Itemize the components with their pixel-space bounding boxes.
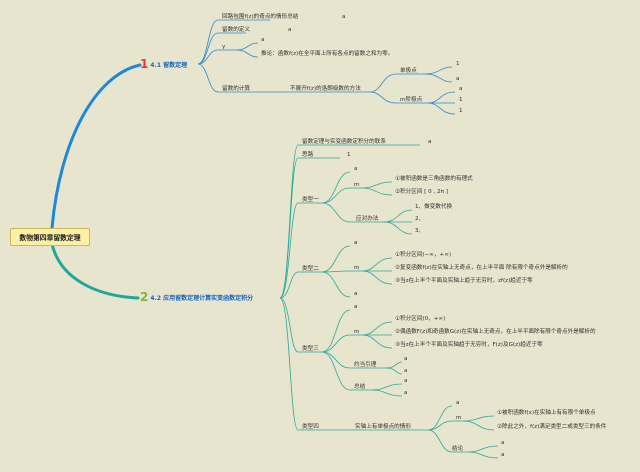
node-type-3[interactable]: 类型三 <box>302 346 319 352</box>
node-simple-pole[interactable]: 单极点 <box>400 68 417 74</box>
type2-cond-3[interactable]: ③当z在上半个平面及实轴上趋于无穷时，zf(z)趋近于零 <box>395 278 533 284</box>
leaf-a[interactable]: a <box>354 304 358 310</box>
type1-step-2[interactable]: 2、 <box>415 216 425 222</box>
type4-cond-2[interactable]: ②除此之外，f(z)满足类型二或类型三的条件 <box>497 424 607 430</box>
branch-4-1[interactable]: 1 4.1 留数定理 <box>140 57 187 71</box>
leaf-a[interactable]: a <box>456 400 460 406</box>
leaf-a[interactable]: a <box>501 440 505 446</box>
node-summary[interactable]: 总结 <box>354 384 366 390</box>
branch-title-4-2: 4.2 应用留数定理计算实变函数定积分 <box>150 294 254 302</box>
leaf-a[interactable]: a <box>342 14 346 20</box>
leaf-m[interactable]: m <box>354 182 360 188</box>
leaf-m[interactable]: m <box>456 415 462 421</box>
leaf-a[interactable]: a <box>404 378 408 384</box>
node-residue-calculation[interactable]: 留数的计算 <box>222 86 250 92</box>
leaf-m[interactable]: m <box>354 265 360 271</box>
node-type-1[interactable]: 类型一 <box>302 197 319 203</box>
leaf-m[interactable]: m <box>354 329 360 335</box>
node-real-axis-simple-pole[interactable]: 实轴上有单极点的情形 <box>355 424 411 430</box>
type1-step-1[interactable]: 1、做变数代换 <box>415 204 453 210</box>
leaf-1[interactable]: 1 <box>456 61 460 67</box>
node-closed-path-summary[interactable]: 回路包围f(z)的奇点的情形总结 <box>222 14 299 20</box>
leaf-1[interactable]: 1 <box>459 97 463 103</box>
type1-cond-1[interactable]: ①被积函数是三角函数的有理式 <box>395 176 473 182</box>
connector-root-b1 <box>50 63 142 230</box>
root-topic[interactable]: 数物第四章留数定理 <box>10 228 90 246</box>
node-corollary[interactable]: 推论：函数f(z)在全平面上所有各点的留数之和为零。 <box>261 51 394 57</box>
connector-root-b2 <box>50 242 140 300</box>
branch-number-2: 2 <box>140 290 149 304</box>
leaf-a[interactable]: a <box>404 390 408 396</box>
leaf-a[interactable]: a <box>501 452 505 458</box>
branch-title-4-1: 4.1 留数定理 <box>150 61 188 69</box>
leaf-a[interactable]: a <box>354 291 358 297</box>
type1-cond-2[interactable]: ②积分区间 [ 0 , 2π ] <box>395 189 448 195</box>
node-type-2[interactable]: 类型二 <box>302 266 319 272</box>
leaf-a[interactable]: a <box>354 240 358 246</box>
type3-cond-1[interactable]: ①积分区间(0，+∞) <box>395 316 446 322</box>
node-m-order-pole[interactable]: m阶极点 <box>400 97 423 103</box>
node-gamma[interactable]: γ <box>222 44 226 50</box>
leaf-a[interactable]: a <box>288 27 292 33</box>
node-approach[interactable]: 思路 <box>302 152 314 158</box>
node-conclusion[interactable]: 结论 <box>452 446 464 452</box>
branch-4-2[interactable]: 2 4.2 应用留数定理计算实变函数定积分 <box>140 290 253 304</box>
leaf-a[interactable]: a <box>459 86 463 92</box>
leaf-a[interactable]: a <box>404 356 408 362</box>
leaf-a[interactable]: a <box>456 76 460 82</box>
node-countermeasure[interactable]: 应对办法 <box>356 216 379 222</box>
node-type-4[interactable]: 类型四 <box>302 424 319 430</box>
leaf-a[interactable]: a <box>354 166 358 172</box>
type1-step-3[interactable]: 3、 <box>415 228 425 234</box>
type4-cond-1[interactable]: ①被积函数f(x)在实轴上有有限个单极点 <box>497 410 596 416</box>
type2-cond-2[interactable]: ②复变函数f(z)在实轴上无奇点，在上半平面 除有限个奇点外是解析的 <box>395 265 568 271</box>
leaf-a[interactable]: a <box>261 37 265 43</box>
node-method-no-laurent[interactable]: 不展开f(z)的洛朗级数的方法 <box>290 86 361 92</box>
type3-cond-3[interactable]: ③当z在上半个平面及实轴趋于无穷时，F(z)及G(z)趋近于零 <box>395 342 543 348</box>
leaf-1[interactable]: 1 <box>459 108 463 114</box>
node-jordan-lemma[interactable]: 约当引理 <box>354 362 377 368</box>
branch-number-1: 1 <box>140 57 149 71</box>
leaf-a[interactable]: a <box>428 139 432 145</box>
type2-cond-1[interactable]: ①积分区间(−∞，+∞) <box>395 252 452 258</box>
node-link-real-integral[interactable]: 留数定理与实变函数定积分的联系 <box>302 139 386 145</box>
node-residue-definition[interactable]: 留数的定义 <box>222 27 250 33</box>
leaf-a[interactable]: a <box>404 368 408 374</box>
type3-cond-2[interactable]: ②偶函数F(z)和奇函数G(z)在实轴上无奇点，在上半平面除有限个奇点外是解析的 <box>395 329 596 335</box>
leaf-1[interactable]: 1 <box>347 152 351 158</box>
